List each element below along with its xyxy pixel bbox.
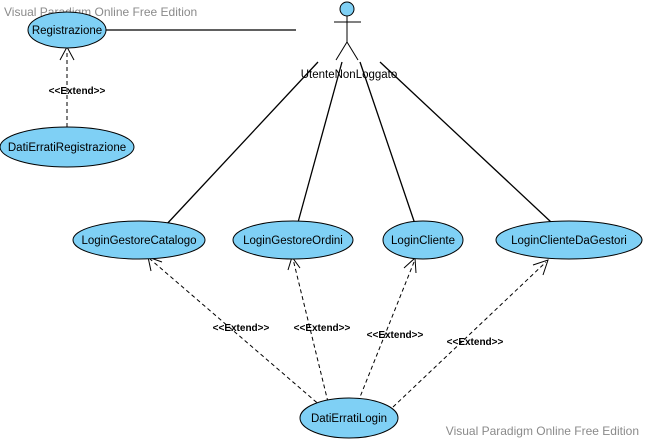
association-login-gestore-catalogo xyxy=(164,61,319,227)
use-case-label: LoginGestoreCatalogo xyxy=(81,235,196,247)
use-case-ellipse xyxy=(382,220,464,260)
use-case-label: DatiErratiLogin xyxy=(311,413,387,425)
use-case-login-cliente-da-gestori[interactable]: LoginClienteDaGestori xyxy=(495,220,643,260)
use-case-label: Registrazione xyxy=(32,25,102,37)
use-case-label: LoginClienteDaGestori xyxy=(511,235,627,247)
use-case-login-gestore-catalogo[interactable]: LoginGestoreCatalogo xyxy=(72,220,206,260)
use-case-label: LoginCliente xyxy=(391,235,455,247)
actor-label: UtenteNonLoggato xyxy=(301,69,398,81)
use-case-label: LoginGestoreOrdini xyxy=(243,235,343,247)
use-case-ellipse xyxy=(0,126,135,168)
use-case-dati-errati-registrazione[interactable]: DatiErratiRegistrazione xyxy=(0,126,135,168)
association-login-cliente-da-gestori xyxy=(379,61,552,223)
use-case-ellipse xyxy=(72,220,206,260)
use-case-ellipse xyxy=(495,220,643,260)
extend-label-login-cliente-da-gestori: <<Extend>> xyxy=(447,337,504,348)
extend-login-cliente-da-gestori xyxy=(392,259,549,408)
use-case-login-gestore-ordini[interactable]: LoginGestoreOrdini xyxy=(232,220,354,260)
use-case-dati-errati-login[interactable]: DatiErratiLogin xyxy=(299,397,399,439)
use-case-ellipse xyxy=(299,397,399,439)
use-case-login-cliente[interactable]: LoginCliente xyxy=(382,220,464,260)
use-case-ellipse xyxy=(232,220,354,260)
association-login-gestore-ordini xyxy=(296,61,343,227)
actor-head xyxy=(339,1,355,17)
use-case-ellipse xyxy=(27,11,107,49)
extend-label-login-cliente: <<Extend>> xyxy=(367,330,424,341)
actor-left-leg xyxy=(335,41,348,61)
use-case-registrazione[interactable]: Registrazione xyxy=(27,11,107,49)
use-case-label: DatiErratiRegistrazione xyxy=(8,142,126,154)
extend-label-login-gestore-ordini: <<Extend>> xyxy=(294,323,351,334)
actor-utente-non-loggato[interactable]: UtenteNonLoggato xyxy=(301,1,398,81)
association-login-cliente xyxy=(359,61,416,225)
extend-label-registrazione: <<Extend>> xyxy=(49,86,106,97)
extend-label-login-gestore-catalogo: <<Extend>> xyxy=(213,323,270,334)
watermark-bottom: Visual Paradigm Online Free Edition xyxy=(445,424,639,438)
actor-right-leg xyxy=(346,41,359,61)
